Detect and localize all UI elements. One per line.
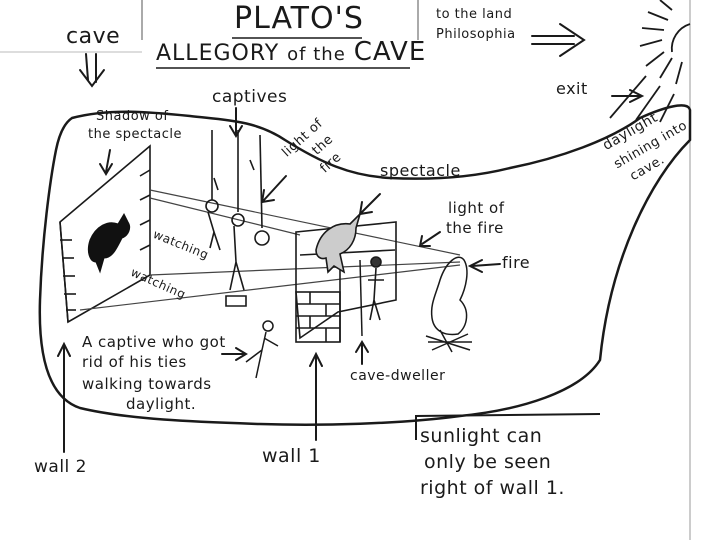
title-cave: CAVE	[353, 37, 427, 67]
captives-drawing	[205, 130, 270, 307]
label-light-of-fire-right-1: light of	[448, 199, 505, 217]
fire-drawing	[425, 256, 472, 353]
light-rays	[79, 189, 461, 311]
label-captive-line-2: rid of his ties	[82, 353, 187, 371]
arrows	[57, 23, 645, 453]
label-land-line-2: Philosophia	[436, 27, 516, 42]
sun-drawing	[609, 0, 691, 123]
label-captive-line-4: daylight.	[126, 395, 197, 413]
label-exit: exit	[556, 79, 588, 98]
title-line-1: PLATO'S	[234, 1, 364, 36]
title-of-the: of the	[287, 44, 346, 65]
label-spectacle: spectacle	[380, 161, 461, 180]
label-captives: captives	[212, 87, 288, 107]
label-sunlight-line-1: sunlight can	[420, 425, 543, 447]
label-light-of-fire-right-2: the fire	[446, 219, 504, 237]
label-shadow-line-1: Shadow of	[96, 109, 169, 124]
label-captive-line-3: walking towards	[82, 375, 212, 393]
label-sunlight-line-2: only be seen	[424, 451, 552, 473]
title-underlines	[156, 37, 410, 69]
cave-dweller-drawing	[245, 259, 363, 379]
label-shadow-line-2: the spectacle	[88, 127, 182, 142]
label-sunlight-line-3: right of wall 1.	[420, 477, 565, 499]
spectacle-figures	[315, 211, 384, 321]
wall-1-drawing	[295, 221, 397, 343]
label-captive-line-1: A captive who got	[82, 333, 226, 351]
title-allegory: ALLEGORY	[156, 41, 280, 66]
spectacle-shadow	[87, 212, 131, 274]
cave-outline	[38, 104, 692, 426]
label-land-line-1: to the land	[436, 7, 513, 22]
label-wall-1: wall 1	[262, 445, 321, 467]
label-wall-2: wall 2	[34, 457, 87, 477]
sunlight-bracket	[415, 413, 601, 440]
label-cave-dweller: cave-dweller	[350, 368, 446, 384]
title-line-2: ALLEGORY of the CAVE	[156, 37, 427, 68]
label-cave: cave	[66, 24, 121, 49]
label-fire: fire	[502, 253, 531, 272]
